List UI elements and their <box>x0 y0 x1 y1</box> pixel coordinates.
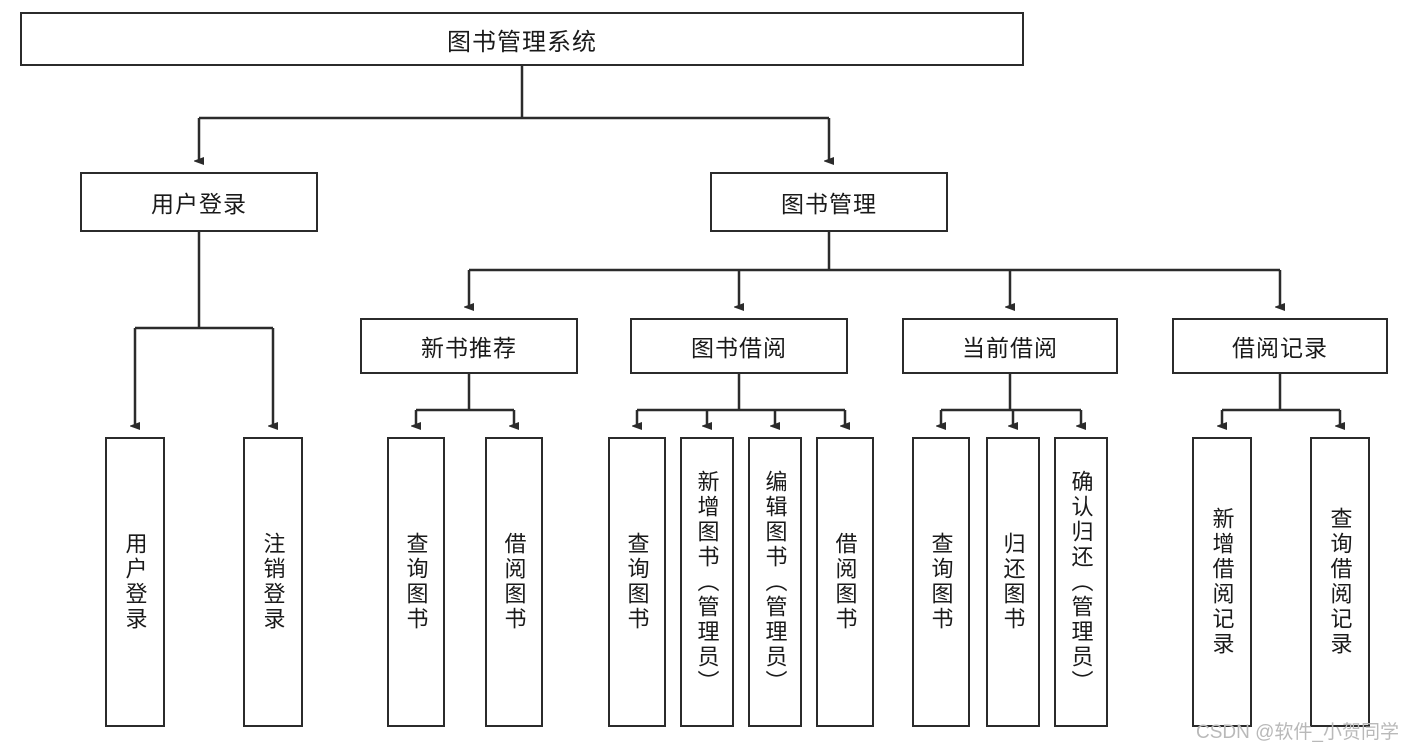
node-borrow-record[interactable]: 借阅记录 <box>1172 318 1388 374</box>
leaf-borrow-book-2[interactable]: 借阅图书 <box>816 437 874 727</box>
node-current-borrow-label: 当前借阅 <box>962 335 1058 361</box>
leaf-borrow-book-1[interactable]: 借阅图书 <box>485 437 543 727</box>
node-book-borrow-label: 图书借阅 <box>691 335 787 361</box>
node-book-manage-label: 图书管理 <box>781 191 877 217</box>
leaf-borrow-book-1-label: 借阅图书 <box>501 532 527 632</box>
leaf-user-login-label: 用户登录 <box>122 532 148 632</box>
node-user-login-label: 用户登录 <box>151 191 247 217</box>
leaf-confirm-return[interactable]: 确认归还（管理员） <box>1054 437 1108 727</box>
leaf-add-book[interactable]: 新增图书（管理员） <box>680 437 734 727</box>
node-root-label: 图书管理系统 <box>447 28 597 56</box>
leaf-add-book-label: 新增图书（管理员） <box>694 469 720 695</box>
leaf-edit-book[interactable]: 编辑图书（管理员） <box>748 437 802 727</box>
leaf-query-book-3-label: 查询图书 <box>928 532 954 632</box>
leaf-user-login[interactable]: 用户登录 <box>105 437 165 727</box>
leaf-query-book-3[interactable]: 查询图书 <box>912 437 970 727</box>
leaf-return-book[interactable]: 归还图书 <box>986 437 1040 727</box>
leaf-edit-book-label: 编辑图书（管理员） <box>762 469 788 695</box>
node-new-book-recommend-label: 新书推荐 <box>421 335 517 361</box>
leaf-confirm-return-label: 确认归还（管理员） <box>1068 469 1094 695</box>
node-user-login[interactable]: 用户登录 <box>80 172 318 232</box>
node-book-borrow[interactable]: 图书借阅 <box>630 318 848 374</box>
leaf-query-book-2-label: 查询图书 <box>624 532 650 632</box>
node-new-book-recommend[interactable]: 新书推荐 <box>360 318 578 374</box>
node-borrow-record-label: 借阅记录 <box>1232 335 1328 361</box>
leaf-logout[interactable]: 注销登录 <box>243 437 303 727</box>
node-root[interactable]: 图书管理系统 <box>20 12 1024 66</box>
leaf-query-book-2[interactable]: 查询图书 <box>608 437 666 727</box>
leaf-logout-label: 注销登录 <box>260 532 286 632</box>
leaf-add-record[interactable]: 新增借阅记录 <box>1192 437 1252 727</box>
leaf-query-book-1[interactable]: 查询图书 <box>387 437 445 727</box>
leaf-return-book-label: 归还图书 <box>1000 532 1026 632</box>
leaf-add-record-label: 新增借阅记录 <box>1209 507 1235 657</box>
node-current-borrow[interactable]: 当前借阅 <box>902 318 1118 374</box>
watermark: CSDN @软件_小贺同学 <box>1196 722 1399 743</box>
leaf-borrow-book-2-label: 借阅图书 <box>832 532 858 632</box>
leaf-query-book-1-label: 查询图书 <box>403 532 429 632</box>
leaf-query-record[interactable]: 查询借阅记录 <box>1310 437 1370 727</box>
leaf-query-record-label: 查询借阅记录 <box>1327 507 1353 657</box>
node-book-manage[interactable]: 图书管理 <box>710 172 948 232</box>
